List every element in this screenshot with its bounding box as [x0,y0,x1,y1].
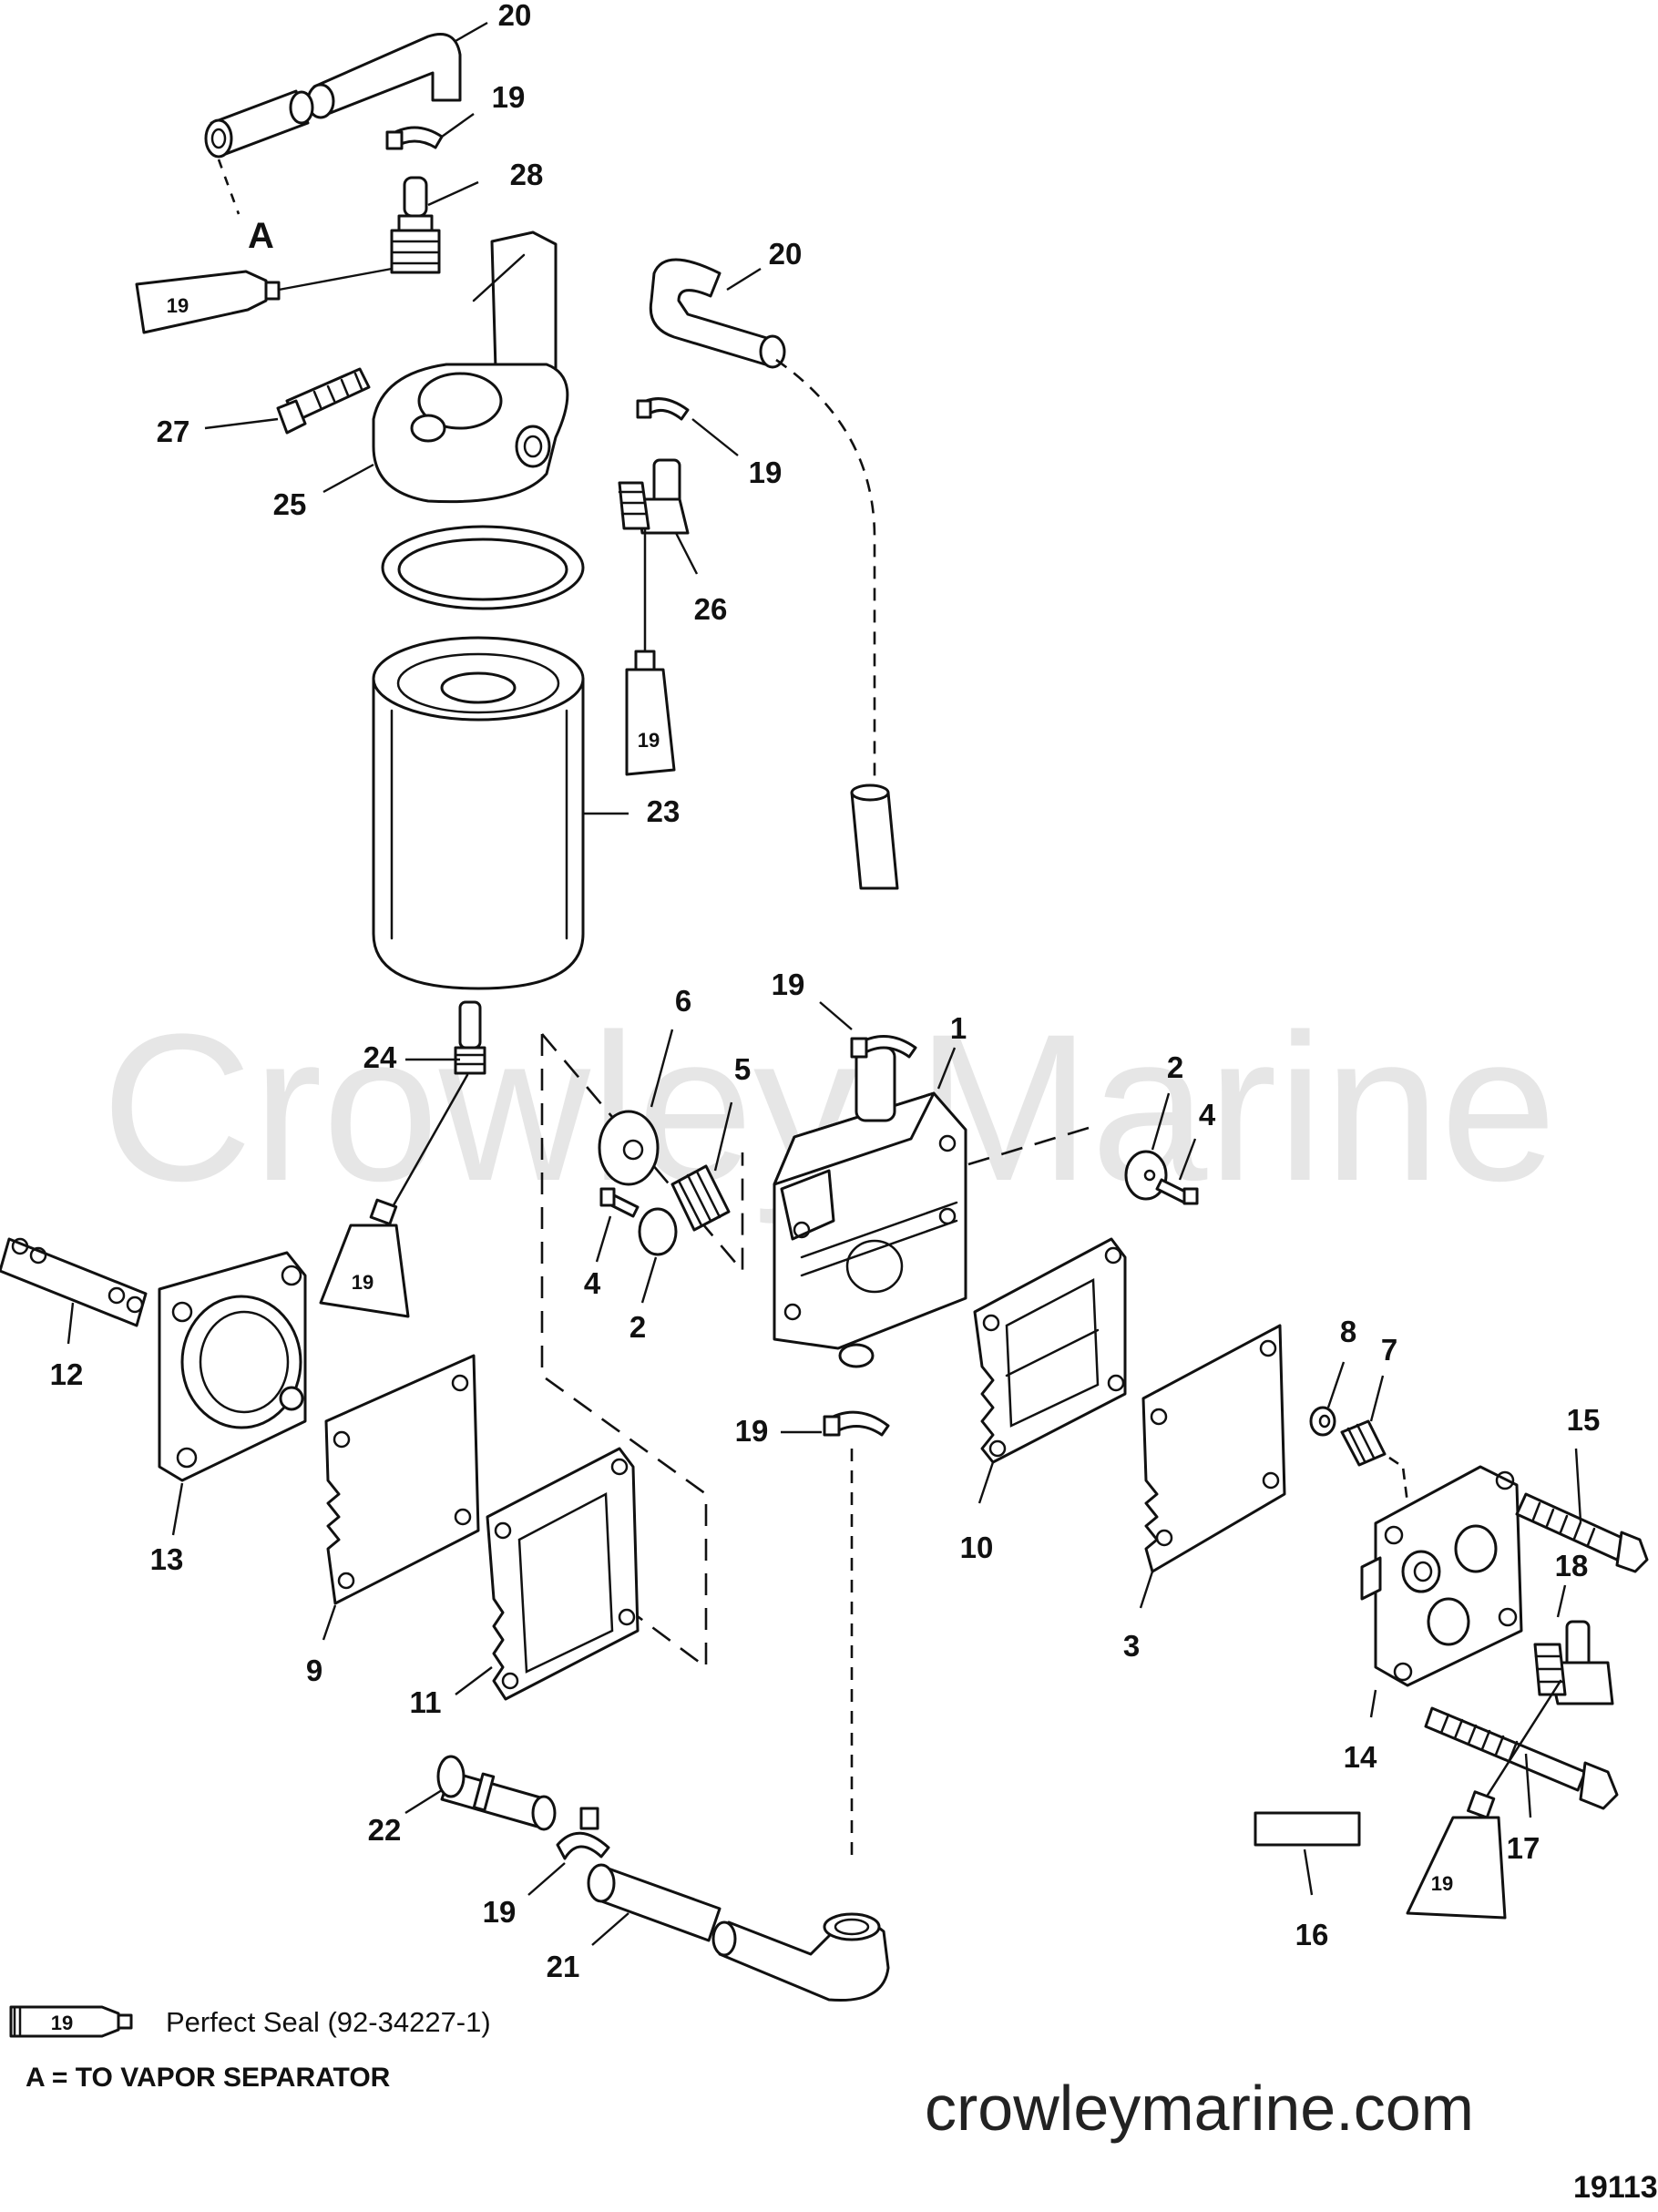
callout-11: 11 [410,1685,442,1719]
callout-19-pump-top: 19 [772,968,805,1001]
callout-20b: 20 [769,237,803,271]
spring-7 [1340,1419,1387,1467]
callout-14: 14 [1344,1740,1377,1774]
diaphragm-9 [324,1354,480,1605]
bolt-27 [276,367,371,435]
callout-28: 28 [510,158,544,191]
legend-sealant: 19 Perfect Seal (92-34227-1) [9,2005,491,2038]
hose-clamp-19-mid [636,397,690,421]
callout-19: 19 [492,80,526,114]
gasket-11 [486,1447,640,1701]
callout-24: 24 [363,1040,397,1074]
hose-fitting-28 [390,176,441,274]
svg-text:19: 19 [638,729,660,752]
callout-22: 22 [368,1813,402,1847]
callout-9: 9 [306,1654,322,1687]
filter-o-ring [381,525,585,610]
callout-5: 5 [734,1052,751,1086]
elbow-fitting-18 [1533,1620,1614,1705]
hose-section [850,783,899,890]
sealant-tube-19-c: 19 [319,1198,410,1318]
bolt-15 [1515,1492,1649,1573]
hose-clamp-19-pump-top [850,1035,917,1059]
svg-text:19: 19 [352,1271,374,1294]
washer-8 [1309,1406,1336,1437]
callout-7: 7 [1381,1333,1397,1367]
callout-8: 8 [1340,1315,1356,1348]
legend-tube-number: 19 [51,2012,73,2034]
connection-letter-a: A [248,216,274,256]
screw-4-left [599,1187,640,1218]
sealant-tube-19-a: 19 [135,270,281,334]
fuel-pump-body-1 [773,1046,967,1368]
label-16 [1254,1811,1361,1847]
hose-clamp-19-bottom [556,1807,610,1860]
gasket-10 [973,1237,1127,1464]
callout-4-right: 4 [1199,1098,1216,1132]
svg-text:19: 19 [1431,1872,1453,1895]
drawing-number: 19113 [1573,2170,1658,2205]
svg-text:19: 19 [167,294,189,317]
hose-clamp-19-top [385,126,444,150]
screw-4-right [1155,1178,1199,1205]
pump-cover-13 [158,1251,307,1482]
check-valve-diaphragm-6 [598,1110,660,1186]
sealant-tube-19-d: 19 [1406,1790,1507,1920]
callout-19-bottom: 19 [483,1895,517,1929]
callout-6: 6 [675,984,691,1018]
legend-text: Perfect Seal (92-34227-1) [166,2006,491,2038]
pump-cover-14 [1360,1465,1523,1687]
callout-18: 18 [1555,1549,1589,1582]
callout-27: 27 [157,415,190,448]
callout-16: 16 [1295,1918,1329,1951]
callout-26: 26 [694,592,728,626]
callout-15: 15 [1567,1403,1601,1437]
diaphragm-3 [1141,1324,1286,1573]
callout-1: 1 [950,1011,967,1045]
hose-20-mid [649,258,786,369]
callout-13: 13 [150,1542,184,1576]
rod-12 [0,1237,148,1327]
callout-19b: 19 [749,456,783,489]
bolt-17 [1424,1706,1619,1810]
sealant-tube-19-b: 19 [625,527,676,776]
callout-17: 17 [1507,1831,1540,1865]
callout-2-left: 2 [629,1310,646,1344]
callout-4-left: 4 [584,1266,601,1300]
callout-19-pump-bottom: 19 [735,1414,769,1448]
callout-12: 12 [50,1357,84,1391]
check-valve-2-left [638,1207,678,1256]
callout-21: 21 [547,1950,580,1983]
hose-fitting-22 [436,1755,557,1831]
spring-5 [670,1164,731,1232]
elbow-fitting-26 [618,458,690,535]
hose-20-top [204,33,462,159]
hose-clamp-19-pump-bottom [823,1410,890,1437]
callout-10: 10 [960,1531,994,1564]
check-valve-2-right [1124,1150,1168,1201]
filter-head-25 [372,230,569,504]
callout-2-right: 2 [1167,1050,1183,1084]
vapor-separator-note: A = TO VAPOR SEPARATOR [26,2063,391,2093]
callout-23: 23 [647,794,681,828]
drain-fitting-24 [454,1000,486,1075]
callout-25: 25 [273,487,307,521]
callout-20: 20 [498,0,532,32]
watermark-url: crowleymarine.com [925,2073,1474,2144]
fuel-filter-23 [372,636,585,990]
callout-3: 3 [1123,1629,1140,1663]
hose-21 [587,1863,890,2002]
